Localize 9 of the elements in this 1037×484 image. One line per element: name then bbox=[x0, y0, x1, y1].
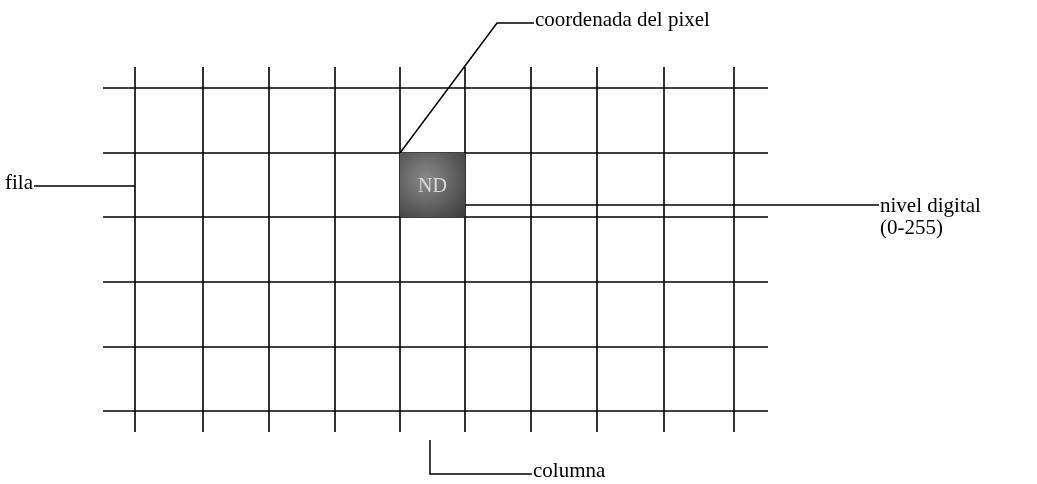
leader-line bbox=[33, 185, 136, 187]
column-label: columna bbox=[533, 459, 606, 481]
leader-line bbox=[464, 204, 880, 206]
leader-line bbox=[429, 439, 533, 475]
digital-level-label: nivel digital (0-255) bbox=[880, 194, 1002, 238]
leader-line bbox=[399, 22, 535, 154]
pixel-coordinate-label: coordenada del pixel bbox=[535, 8, 710, 30]
row-label: fila bbox=[5, 171, 33, 193]
pixel-cell: ND bbox=[400, 153, 465, 217]
